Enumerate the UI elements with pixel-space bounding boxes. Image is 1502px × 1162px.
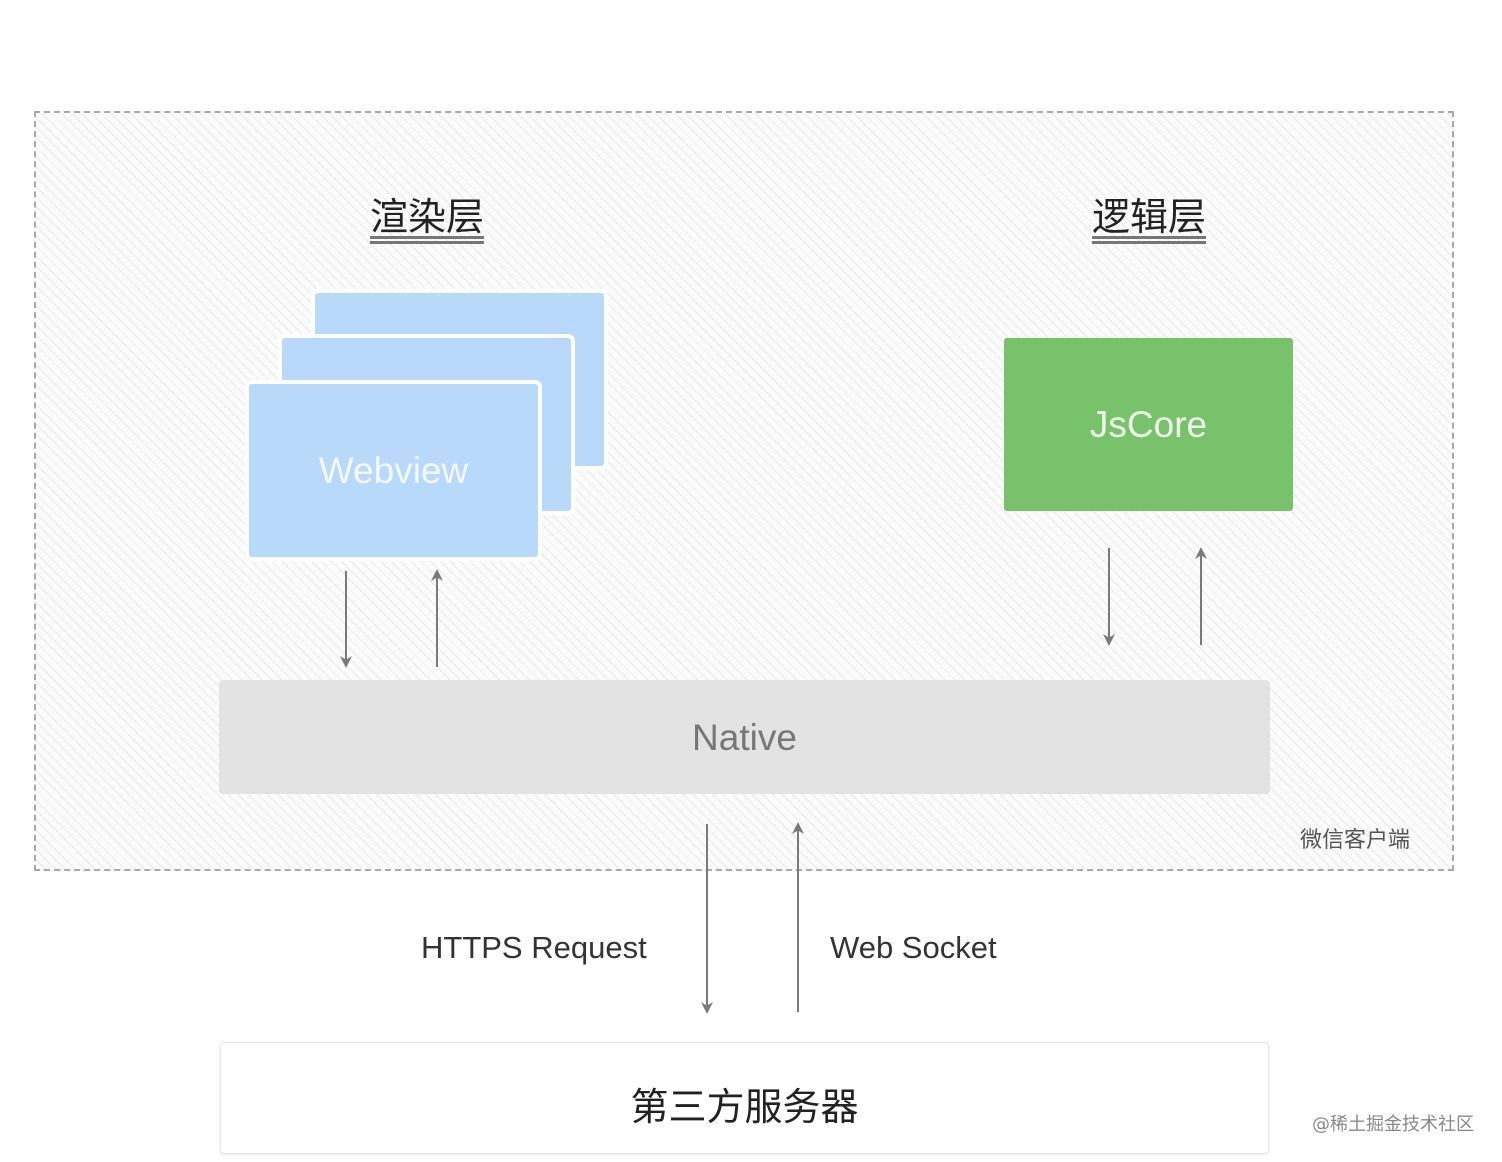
wechat-client-label: 微信客户端 <box>1300 828 1411 853</box>
jscore-box: JsCore <box>1004 338 1293 511</box>
jscore-label: JsCore <box>1089 404 1208 445</box>
third-party-server-label: 第三方服务器 <box>630 1085 859 1129</box>
native-bar: Native <box>219 680 1270 794</box>
webview-label: Webview <box>318 450 469 491</box>
webview-card-front: Webview <box>249 384 538 557</box>
render-layer-title: 渲染层 <box>370 195 485 239</box>
third-party-server-box: 第三方服务器 <box>220 1042 1269 1154</box>
web-socket-label: Web Socket <box>830 930 997 965</box>
watermark: @稀土掘金技术社区 <box>1312 1114 1474 1135</box>
native-label: Native <box>692 717 797 758</box>
https-request-label: HTTPS Request <box>421 930 647 965</box>
logic-layer-title: 逻辑层 <box>1092 195 1207 239</box>
